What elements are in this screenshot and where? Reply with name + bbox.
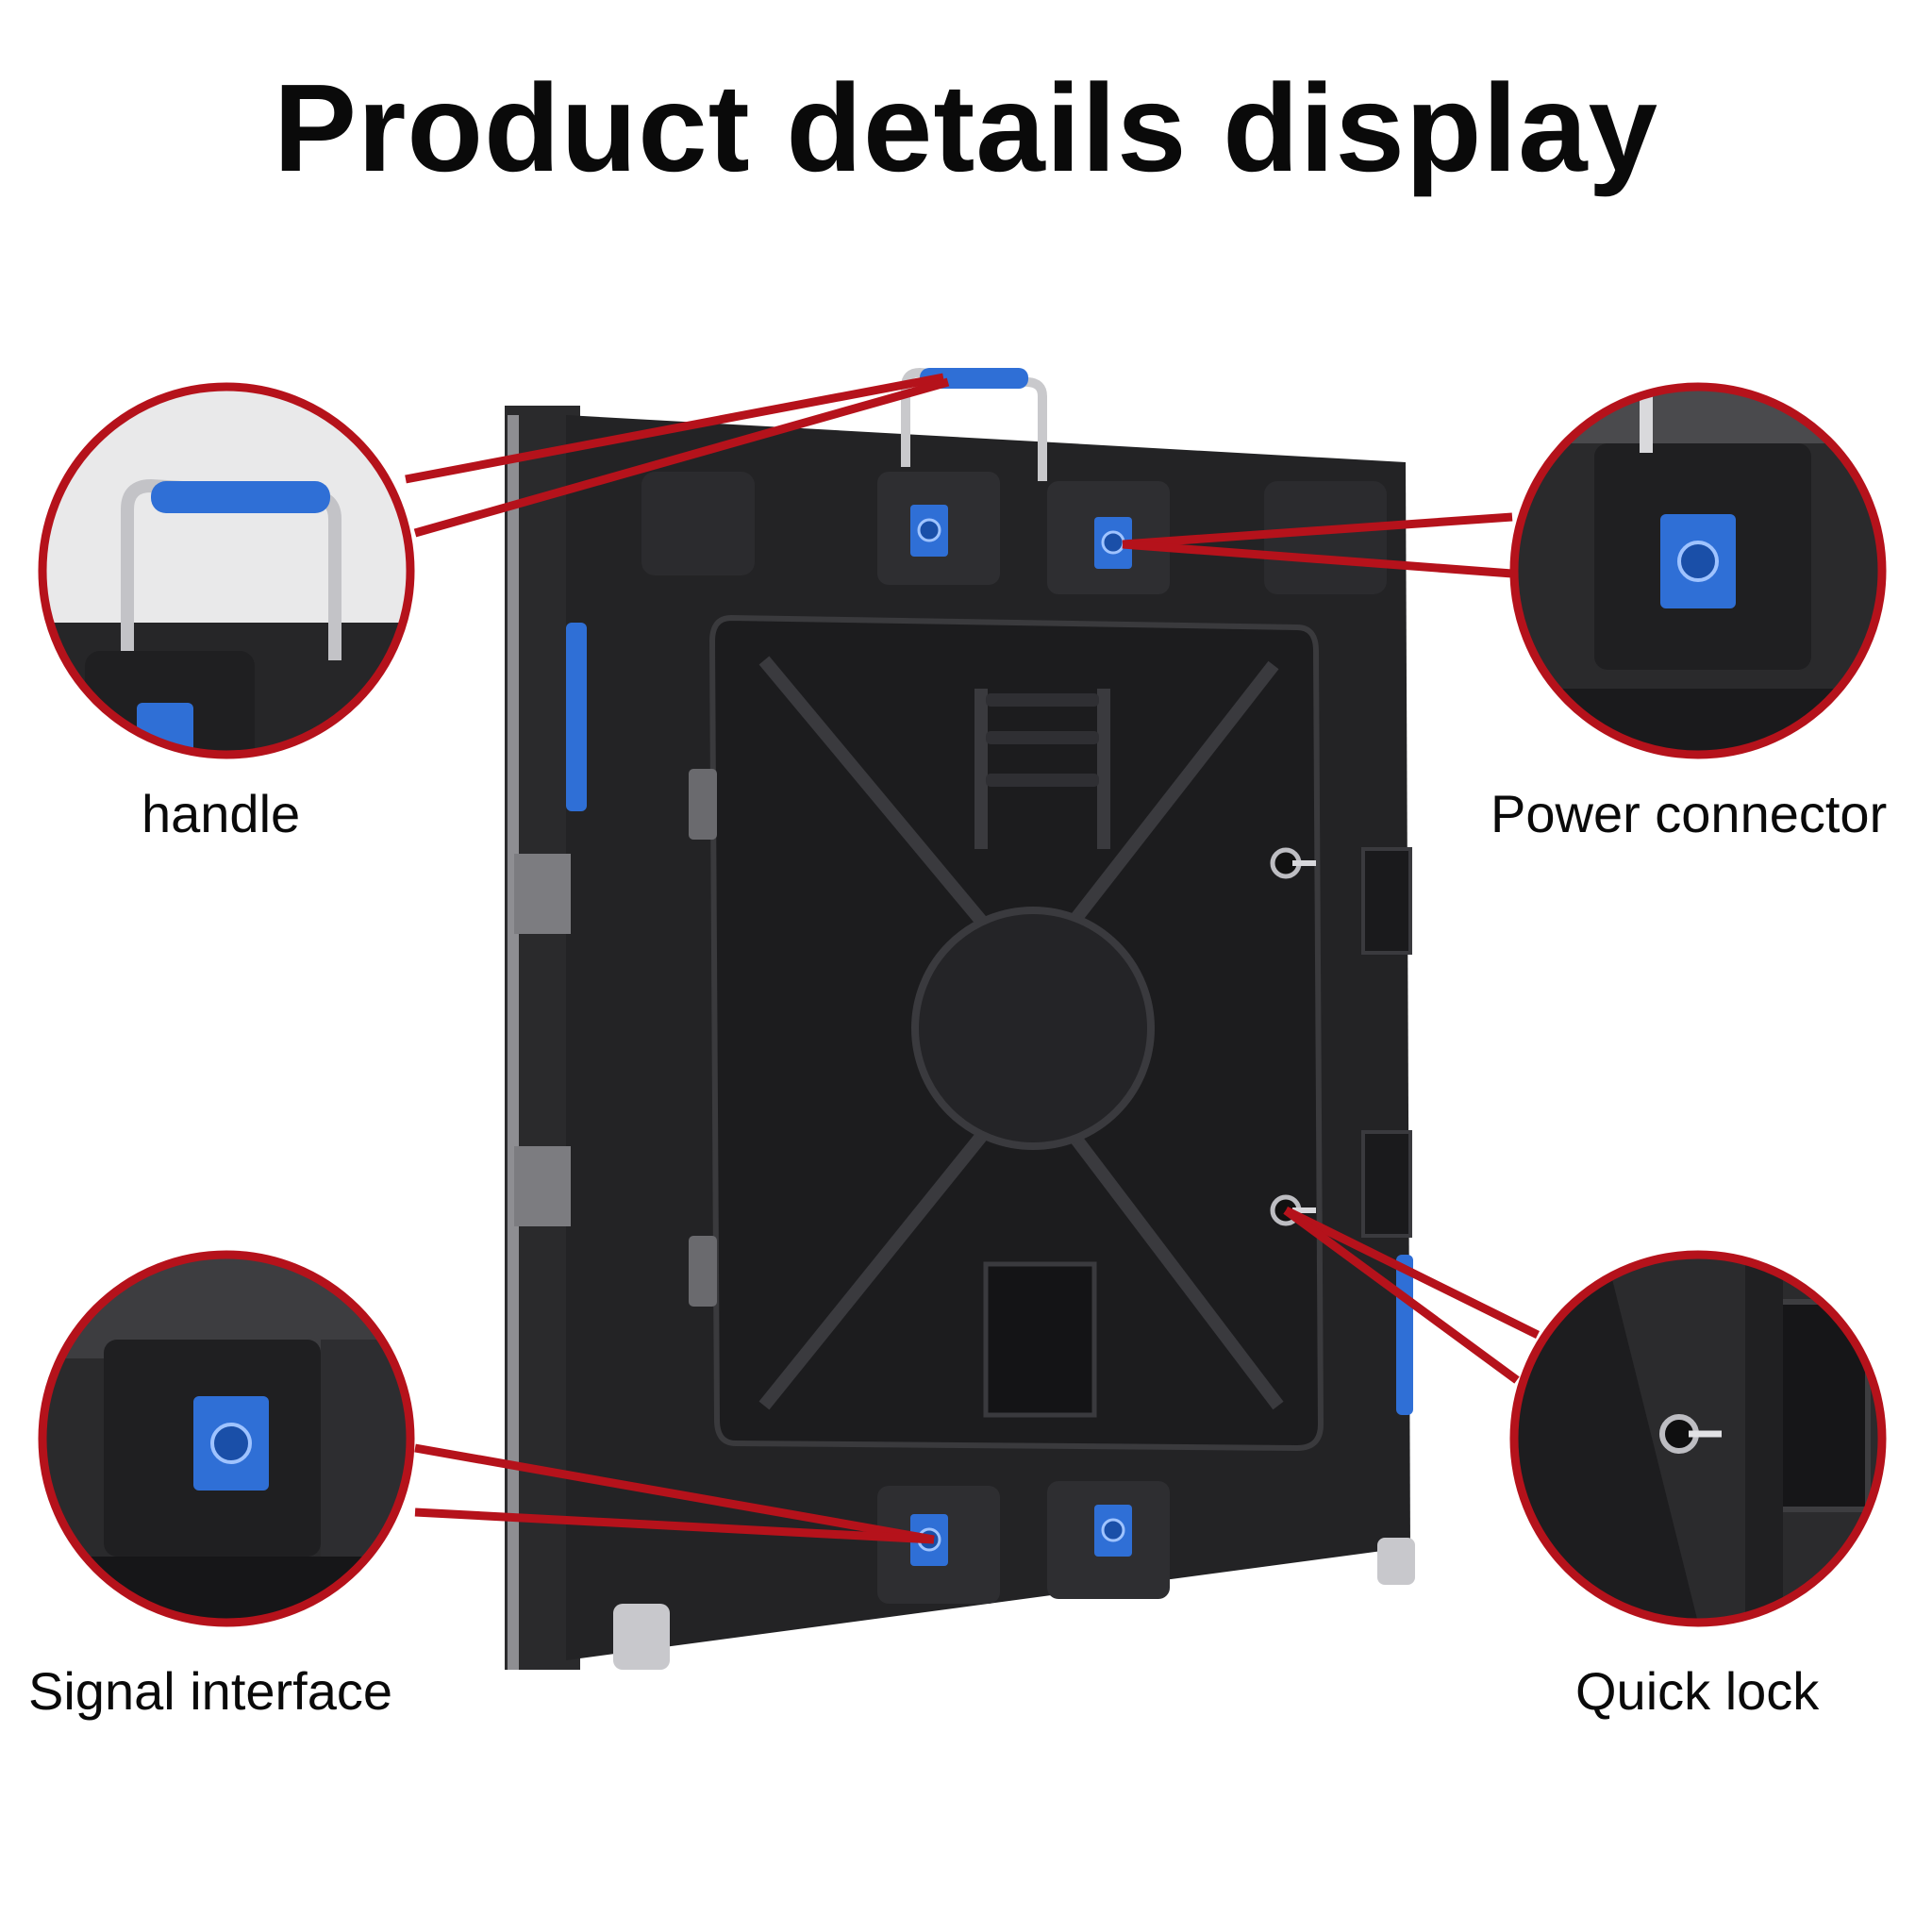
right-bracket — [1361, 1130, 1412, 1238]
side-handle — [1396, 1255, 1413, 1415]
power-connector-icon — [910, 505, 948, 557]
power-connector-icon — [1094, 517, 1132, 569]
mount-bracket — [514, 1146, 571, 1226]
page-title: Product details display — [273, 58, 1659, 197]
foot — [1377, 1538, 1415, 1585]
leader-lines — [405, 373, 1540, 1544]
foot — [613, 1604, 670, 1670]
right-bracket — [1361, 847, 1412, 955]
signal-port-icon — [1094, 1505, 1132, 1557]
vent-slot — [986, 693, 1099, 707]
mount-bracket — [514, 854, 571, 934]
corner-block — [1264, 481, 1387, 594]
handle-label: handle — [142, 784, 301, 843]
callout-handle — [38, 382, 415, 759]
side-handle — [566, 623, 587, 811]
side-frame-edge — [508, 415, 519, 1670]
quick-lock-icon — [1270, 847, 1316, 879]
handle-icon — [151, 481, 330, 513]
corner-block — [641, 472, 755, 575]
latch — [689, 1236, 717, 1307]
quick-lock-label: Quick lock — [1575, 1661, 1820, 1721]
led-cabinet — [505, 367, 1415, 1670]
signal-interface-label: Signal interface — [28, 1661, 393, 1721]
panel-window — [983, 1261, 1097, 1418]
power-connector-label: Power connector — [1491, 784, 1888, 843]
latch — [689, 769, 717, 840]
callout-signal-interface — [38, 1250, 415, 1627]
callout-power-connector — [1509, 382, 1887, 759]
vent-slot — [986, 731, 1099, 744]
vent-slot — [986, 774, 1099, 787]
x-rib-pattern — [758, 656, 1284, 1410]
callout-quick-lock — [1509, 1250, 1887, 1627]
center-hub — [911, 907, 1155, 1150]
